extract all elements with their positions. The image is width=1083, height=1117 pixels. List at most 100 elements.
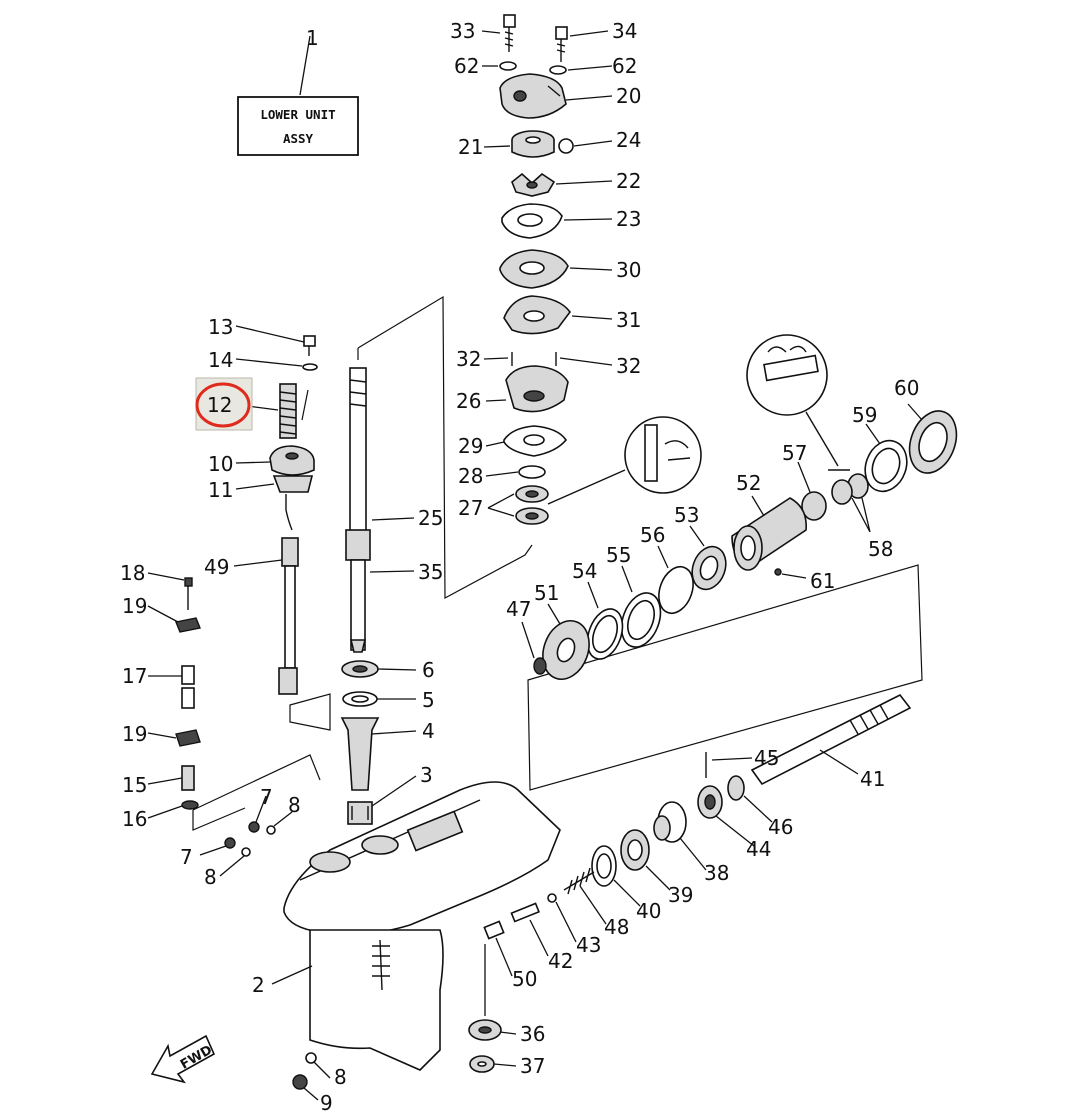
shift-rod-housing-10	[269, 445, 315, 476]
spring-48	[563, 867, 595, 895]
label-23: 23	[616, 207, 641, 231]
part-12-highlight	[195, 377, 253, 431]
washer-54	[586, 608, 624, 660]
label-49: 49	[204, 555, 229, 579]
label-61: 61	[810, 569, 835, 593]
lower-unit-assy-box: LOWER UNIT ASSY	[237, 35, 359, 156]
label-32-left: 32	[456, 347, 481, 371]
housing-52	[731, 497, 807, 571]
drive-shaft-35	[345, 367, 371, 653]
label-35: 35	[418, 560, 443, 584]
plug-9	[292, 1074, 308, 1090]
label-57: 57	[782, 441, 807, 465]
washer-14	[302, 363, 318, 371]
pin-15	[181, 765, 195, 791]
label-31: 31	[616, 308, 641, 332]
propeller-shaft-41	[750, 693, 912, 786]
label-28: 28	[458, 464, 483, 488]
label-13: 13	[208, 315, 233, 339]
label-14: 14	[208, 348, 233, 372]
label-60: 60	[894, 376, 919, 400]
label-36: 36	[520, 1022, 545, 1046]
bearing-57	[801, 491, 827, 521]
connector-17	[181, 665, 195, 709]
label-12: 12	[207, 393, 232, 417]
tool-detail-circle-27	[547, 416, 702, 505]
detail-circle-58	[746, 334, 850, 471]
washer-8-bottom	[305, 1052, 317, 1064]
label-41: 41	[860, 767, 885, 791]
bolt-33	[503, 14, 516, 52]
gasket-23	[501, 203, 563, 239]
label-7-lower: 7	[180, 845, 193, 869]
label-62-left: 62	[454, 54, 479, 78]
label-4: 4	[422, 719, 435, 743]
housing-26	[505, 365, 569, 413]
label-8-lower: 8	[204, 865, 217, 889]
lower-casing-2	[283, 781, 561, 1071]
label-62-right: 62	[612, 54, 637, 78]
label-15: 15	[122, 773, 147, 797]
o-ring-56	[658, 565, 694, 615]
outer-plate-30	[499, 249, 569, 289]
label-16: 16	[122, 807, 147, 831]
part-number-labels: 1 33 34 62 62 20 21 24 22 23 30 31 32 32…	[120, 19, 919, 1115]
nut-37	[469, 1055, 495, 1073]
label-58: 58	[868, 537, 893, 561]
seal-5	[342, 691, 378, 707]
shim-55	[620, 592, 662, 648]
washer-62-left	[499, 61, 517, 71]
pump-housing-20	[499, 73, 567, 119]
label-50: 50	[512, 967, 537, 991]
label-27: 27	[458, 496, 483, 520]
bolt-34	[555, 26, 568, 62]
label-21: 21	[458, 135, 483, 159]
bearing-58	[831, 473, 869, 505]
pin-18	[184, 577, 193, 610]
label-3: 3	[420, 763, 433, 787]
label-2: 2	[252, 973, 265, 997]
clutch-44	[697, 785, 723, 819]
label-44: 44	[746, 837, 771, 861]
label-7-upper: 7	[260, 785, 273, 809]
label-37: 37	[520, 1054, 545, 1078]
label-43: 43	[576, 933, 601, 957]
fwd-arrow-icon: FWD	[150, 1034, 215, 1084]
label-8-upper: 8	[288, 793, 301, 817]
pin-42	[510, 902, 540, 923]
key-24	[558, 138, 574, 154]
label-42: 42	[548, 949, 573, 973]
label-1: 1	[306, 26, 319, 50]
shift-rod-49	[278, 494, 299, 695]
label-25: 25	[418, 506, 443, 530]
label-46: 46	[768, 815, 793, 839]
label-30: 30	[616, 258, 641, 282]
plunger-50	[483, 920, 505, 940]
label-34: 34	[612, 19, 637, 43]
gasket-29	[503, 425, 567, 457]
ball-43	[547, 893, 557, 903]
label-18: 18	[120, 561, 145, 585]
label-10: 10	[208, 452, 233, 476]
label-9: 9	[320, 1091, 333, 1115]
pin-61	[774, 568, 782, 576]
label-5: 5	[422, 688, 435, 712]
label-24: 24	[616, 128, 641, 152]
bearing-3	[347, 801, 373, 825]
o-ring-28	[518, 465, 546, 479]
pinion-36	[468, 1019, 502, 1041]
label-17: 17	[122, 664, 147, 688]
frame-lines	[192, 295, 923, 831]
label-20: 20	[616, 84, 641, 108]
label-54: 54	[572, 559, 597, 583]
washer-16	[181, 800, 199, 810]
label-19-top: 19	[122, 594, 147, 618]
label-26: 26	[456, 389, 481, 413]
pump-base-31	[503, 295, 571, 335]
spring-12	[279, 383, 297, 439]
insert-cartridge-21	[511, 130, 555, 158]
label-29: 29	[458, 434, 483, 458]
bearing-6	[341, 660, 379, 678]
gear-38	[653, 801, 687, 843]
